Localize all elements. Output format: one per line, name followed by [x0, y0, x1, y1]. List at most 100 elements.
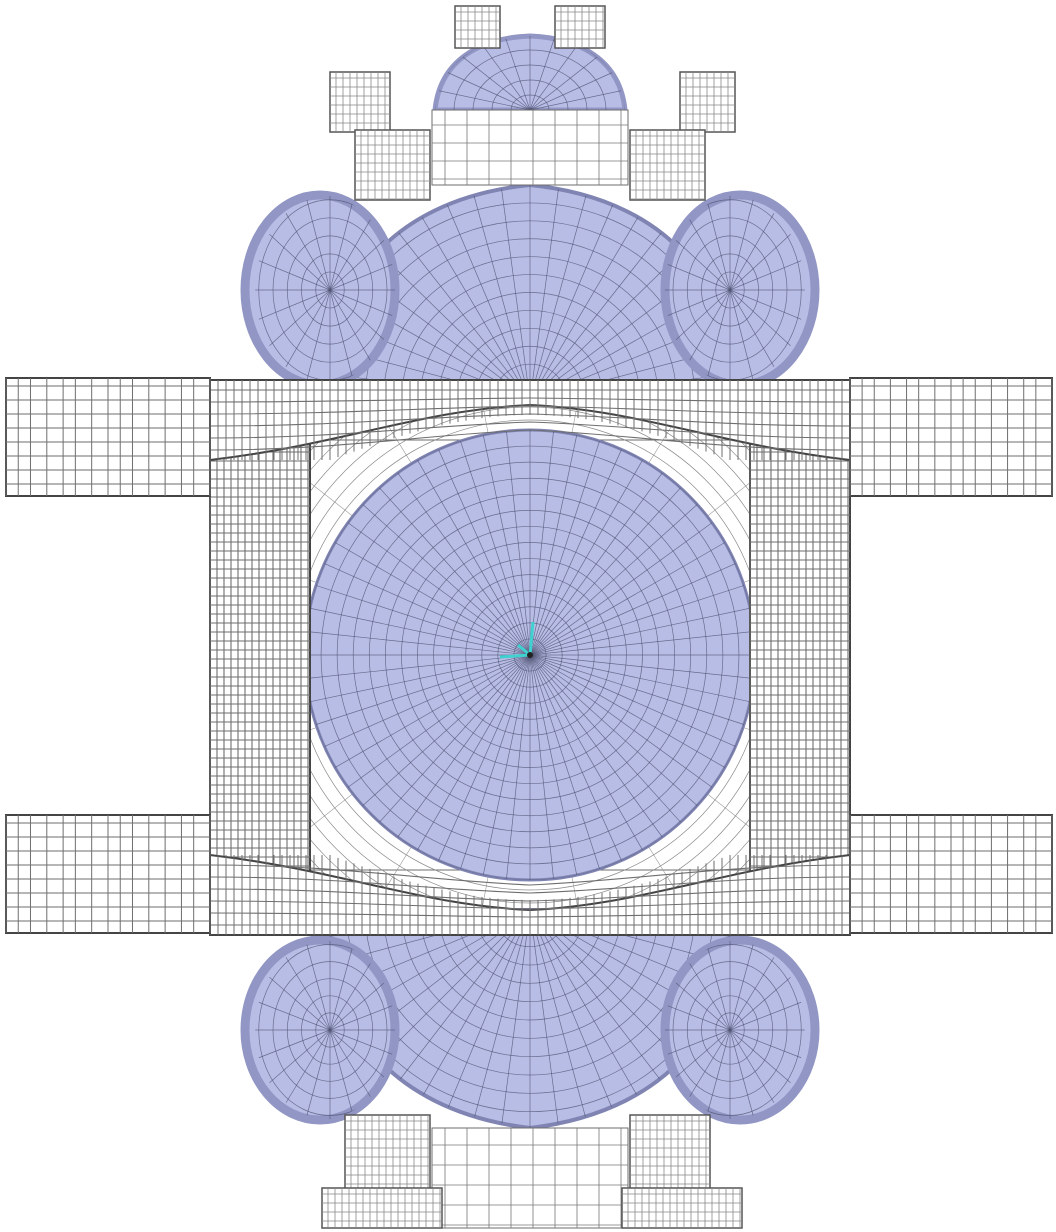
mesh-parallel — [449, 574, 611, 736]
mesh-meridian — [433, 439, 531, 656]
mesh-meridian — [433, 654, 531, 871]
top-port-far-right — [679, 71, 736, 133]
mesh-meridian — [729, 260, 802, 291]
mesh-parallel — [272, 217, 388, 363]
mesh-parallel — [481, 606, 579, 704]
mesh-meridian — [529, 910, 619, 1124]
mesh-lines — [255, 195, 395, 385]
mesh-meridian — [329, 289, 354, 381]
mesh-meridian — [729, 289, 802, 320]
mesh-meridian — [529, 185, 561, 400]
mesh-parallel — [715, 271, 745, 309]
mesh-parallel — [456, 327, 604, 400]
mesh-meridian — [480, 654, 531, 880]
mesh-parallel — [417, 542, 643, 768]
mesh-meridian — [389, 220, 531, 400]
mesh-meridian — [729, 199, 754, 291]
mesh-meridian — [258, 260, 331, 291]
mesh-meridian — [329, 289, 375, 367]
mesh-meridian — [269, 234, 331, 291]
mesh-meridian — [669, 234, 731, 291]
lower-frame-h — [209, 876, 851, 894]
mesh-meridian — [414, 910, 531, 1111]
top-port-far-left — [329, 71, 391, 133]
mesh-meridian — [503, 36, 531, 110]
mesh-meridian — [390, 463, 531, 656]
mesh-meridian — [329, 213, 375, 291]
mesh-meridian — [706, 1029, 731, 1116]
mesh-meridian — [729, 1029, 791, 1084]
mesh-meridian — [411, 450, 531, 656]
mesh-lines — [255, 940, 395, 1120]
mesh-meridian — [504, 654, 531, 880]
mesh-parallel — [320, 445, 740, 865]
mesh-meridian — [529, 54, 601, 110]
lower-frame-h — [209, 888, 851, 902]
mesh-parallel — [701, 253, 759, 327]
mesh-parallel — [686, 978, 774, 1082]
mesh-meridian — [469, 910, 531, 1128]
frames-group — [5, 377, 1053, 936]
mesh-meridian — [729, 213, 775, 291]
mesh-parallel — [301, 253, 359, 327]
mesh-meridian — [685, 213, 731, 291]
mesh-meridian — [685, 1029, 731, 1103]
mesh-meridian — [529, 220, 671, 400]
mesh-meridian — [729, 976, 791, 1031]
mesh-parallel — [715, 1012, 745, 1048]
mesh-meridian — [329, 1029, 375, 1103]
mesh-meridian — [258, 289, 331, 320]
mesh-meridian — [414, 204, 531, 400]
mesh-meridian — [729, 289, 775, 367]
mesh-meridian — [258, 1001, 331, 1031]
mesh-meridian — [371, 479, 531, 656]
upper-frame-h — [209, 413, 851, 427]
mesh-meridian — [443, 70, 531, 110]
mesh-lines — [665, 940, 805, 1120]
mesh-meridian — [329, 1029, 395, 1059]
top-port-stack-left — [354, 129, 431, 201]
mesh-meridian — [314, 558, 531, 656]
mesh-meridian — [305, 654, 531, 681]
mesh-meridian — [529, 654, 580, 880]
mesh-meridian — [529, 70, 617, 110]
mesh-meridian — [529, 89, 625, 110]
mesh-meridian — [706, 944, 731, 1031]
mesh-meridian — [354, 654, 531, 814]
top-column — [431, 109, 629, 186]
mesh-meridian — [529, 204, 646, 400]
mesh-meridian — [529, 463, 670, 656]
mesh-meridian — [469, 185, 531, 400]
mesh-meridian — [529, 910, 646, 1111]
mesh-meridian — [329, 957, 375, 1031]
mesh-meridian — [665, 260, 731, 291]
mesh-meridian — [411, 654, 531, 860]
mesh-meridian — [435, 89, 531, 110]
ports-group — [321, 5, 743, 1229]
bottom-port-stack-right — [629, 1114, 711, 1191]
mesh-parallel — [336, 461, 724, 849]
mesh-meridian — [329, 976, 391, 1031]
mesh-meridian — [665, 1001, 731, 1031]
mesh-meridian — [529, 430, 580, 656]
upper-frame-h — [209, 429, 851, 451]
top-port-stack-right — [629, 129, 706, 201]
mesh-meridian — [258, 1029, 331, 1059]
mesh-parallel — [401, 274, 659, 400]
mesh-meridian — [329, 234, 391, 291]
mesh-meridian — [669, 289, 731, 346]
mesh-meridian — [305, 629, 531, 656]
mesh-meridian — [529, 479, 689, 656]
coordinate-triad-icon — [499, 621, 535, 659]
mesh-meridian — [529, 654, 604, 880]
mesh-meridian — [529, 654, 735, 774]
mesh-meridian — [729, 957, 775, 1031]
mesh-parallel — [315, 1012, 345, 1048]
mesh-parallel — [437, 910, 623, 1003]
lower-frame-h — [209, 900, 851, 910]
mesh-parallel — [328, 202, 732, 400]
mesh-parallel — [474, 345, 586, 400]
mesh-meridian — [729, 289, 791, 346]
mesh-meridian — [329, 1001, 395, 1031]
mesh-meridian — [529, 654, 670, 847]
